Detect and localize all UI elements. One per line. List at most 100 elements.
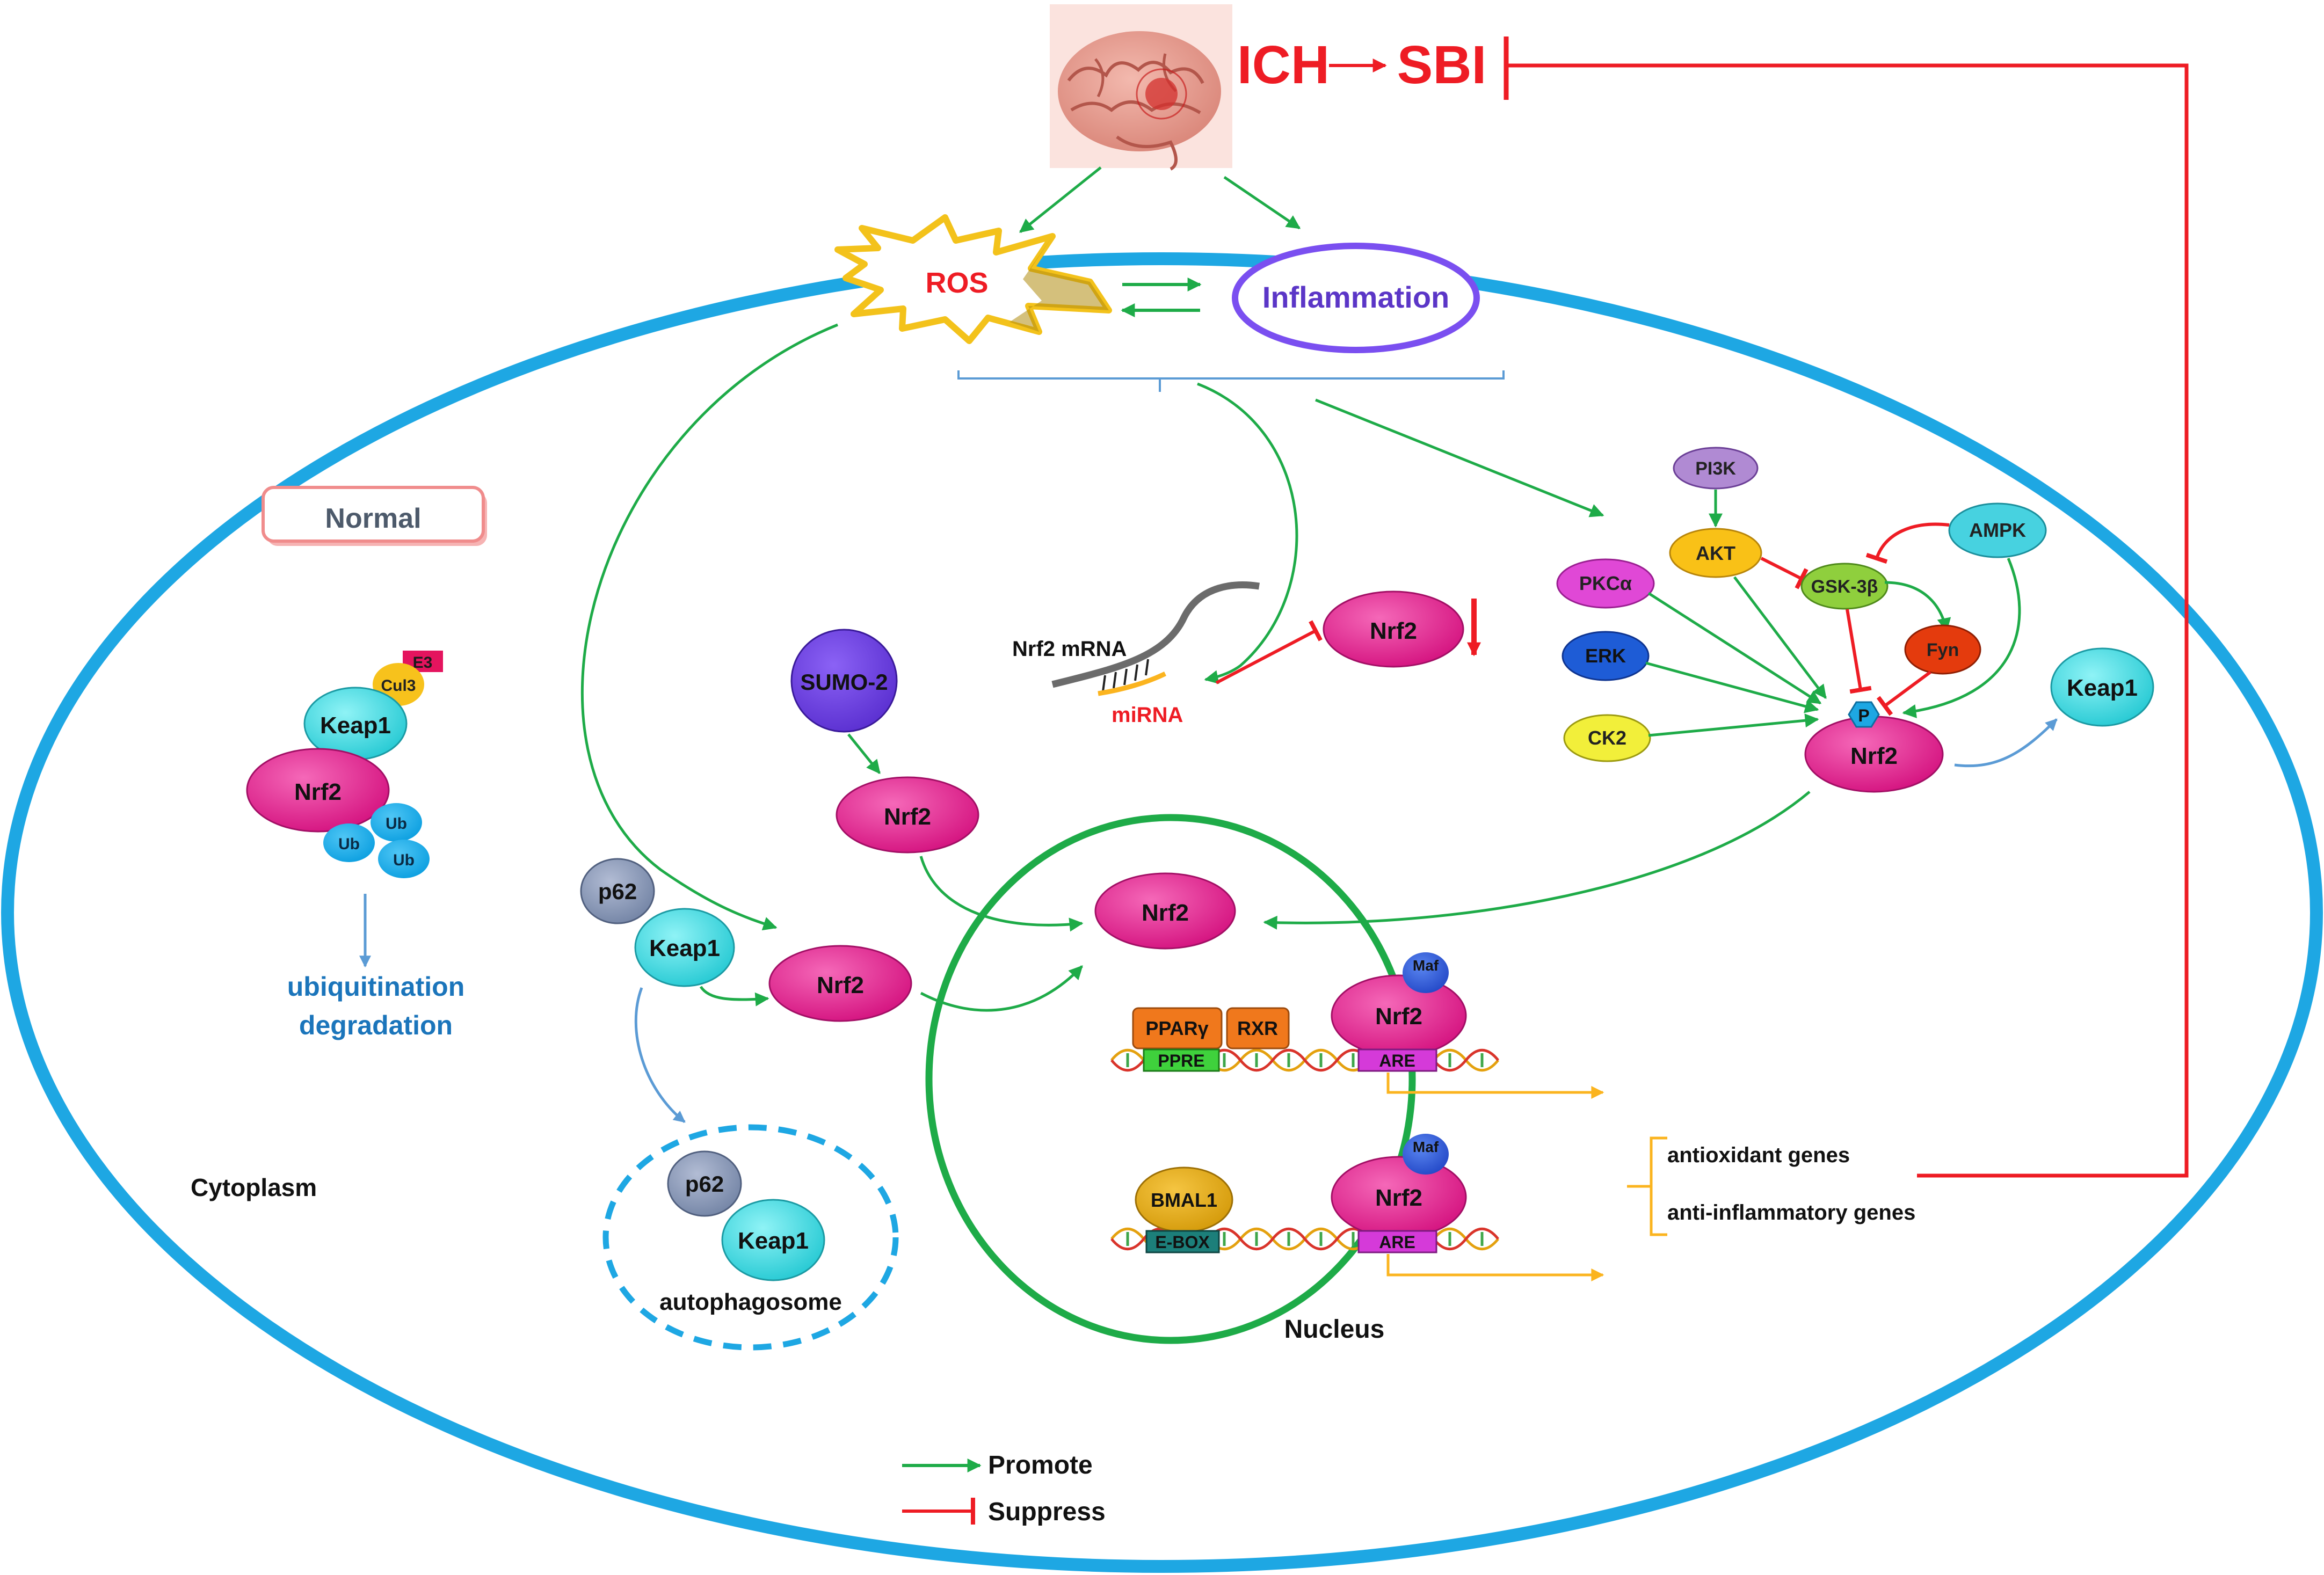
ck2-to-p-arrow — [1648, 713, 1819, 737]
are-box-2 — [1357, 1230, 1437, 1253]
fyn-node — [1904, 624, 1981, 675]
legend-promote-label: Promote — [988, 1451, 1093, 1479]
maf-node-2 — [1403, 1134, 1449, 1175]
autophagosome — [602, 1124, 899, 1351]
nrf2-normal — [246, 748, 390, 833]
nrf2-sumo-label: Nrf2 — [884, 804, 931, 830]
nrf2-nuclear-label: Nrf2 — [1142, 900, 1189, 926]
keap1-kinase-node — [2050, 647, 2154, 727]
mirna-suppress-nrf2-line — [1215, 620, 1323, 684]
nrf2-released — [768, 945, 912, 1022]
nucleus-label: Nucleus — [1284, 1315, 1385, 1344]
erk-label: ERK — [1585, 645, 1626, 667]
phosphate-hexagon — [1848, 701, 1880, 728]
ub-node-2 — [323, 823, 375, 862]
keap1-to-autophagosome-arrow — [634, 987, 686, 1123]
p62-autophagosome-label: p62 — [685, 1171, 724, 1197]
sumo-to-nrf2-arrow — [847, 733, 881, 775]
nrf2-released-to-nucleus-arrow — [920, 965, 1083, 1012]
keap1-kinase-label: Keap1 — [2067, 675, 2138, 701]
maf-label-1: Maf — [1413, 957, 1439, 974]
stress-to-mirna-arrow — [1197, 382, 1298, 684]
bmal1-label: BMAL1 — [1151, 1189, 1217, 1211]
erk-node — [1562, 631, 1650, 681]
ampk-to-p-arrow — [1902, 558, 2021, 718]
brain-to-ros-arrow — [1019, 166, 1102, 233]
keap1-normal-label: Keap1 — [320, 712, 391, 739]
ppary-box — [1132, 1007, 1223, 1049]
sumo2-label: SUMO-2 — [800, 669, 888, 695]
normal-box — [262, 486, 485, 543]
keap1-p62-node — [634, 908, 735, 987]
ub-node-3 — [378, 840, 430, 878]
nrf2-decreased — [1323, 590, 1464, 668]
pkca-node — [1556, 558, 1655, 609]
ck2-node — [1563, 714, 1651, 762]
pkca-to-p-arrow — [1647, 592, 1822, 705]
nrf2-phospho-to-nucleus-arrow — [1263, 791, 1811, 930]
ebox-label: E-BOX — [1155, 1233, 1210, 1252]
degradation-label-1: ubiquitination — [287, 972, 464, 1002]
are-transcription-arrow-1 — [1386, 1073, 1604, 1099]
gsk3b-label: GSK-3β — [1811, 577, 1878, 597]
nrf2-phospho-label: Nrf2 — [1850, 743, 1898, 769]
ros-label: ROS — [925, 267, 988, 299]
brain-icon — [1058, 31, 1221, 171]
sbi-label: SBI — [1397, 35, 1487, 95]
ppary-label: PPARγ — [1145, 1017, 1208, 1039]
autophagosome-label: autophagosome — [659, 1289, 842, 1315]
pi3k-node — [1673, 447, 1759, 490]
maf-label-2: Maf — [1413, 1139, 1439, 1155]
genes-bracket — [1627, 1136, 1667, 1236]
nrf2-nuclear — [1094, 872, 1236, 950]
nrf2-bound-2-label: Nrf2 — [1375, 1185, 1422, 1211]
erk-to-p-arrow — [1645, 661, 1819, 713]
inflammation-label: Inflammation — [1262, 280, 1449, 314]
keap1-to-nrf2-release-arrow — [699, 986, 769, 1007]
cul3-label: Cul3 — [381, 677, 416, 695]
nrf2-decreased-label: Nrf2 — [1370, 618, 1417, 644]
fyn-label: Fyn — [1927, 640, 1959, 660]
ppre-box — [1143, 1048, 1220, 1072]
ub-label-1: Ub — [386, 815, 407, 833]
ub-label-2: Ub — [338, 835, 360, 853]
cytoplasm-label: Cytoplasm — [191, 1173, 317, 1201]
legend-suppress-label: Suppress — [988, 1498, 1106, 1526]
ampk-label: AMPK — [1969, 519, 2026, 541]
maf-node-1 — [1403, 952, 1449, 993]
phosphate-label: P — [1858, 706, 1869, 725]
mirna-strand — [1098, 671, 1166, 696]
cell-membrane — [1, 252, 2323, 1573]
degradation-label-2: degradation — [299, 1010, 453, 1040]
nrf2-bound-1-label: Nrf2 — [1375, 1003, 1422, 1030]
nrf2-mrna-label: Nrf2 mRNA — [1012, 637, 1127, 661]
stress-to-kinases-arrow — [1315, 398, 1604, 517]
normal-label: Normal — [325, 503, 421, 534]
gsk-to-fyn-arrow — [1884, 581, 1951, 632]
inflammation-ring — [1232, 243, 1480, 353]
ros-burst-shadow — [1010, 236, 1109, 332]
pi3k-label: PI3K — [1695, 458, 1736, 479]
keap1-autophagosome-node — [721, 1199, 825, 1281]
akt-label: AKT — [1696, 542, 1735, 564]
ros-inflammation-bracket — [957, 370, 1505, 392]
keap1-p62-label: Keap1 — [649, 935, 720, 961]
rxr-box — [1226, 1007, 1290, 1049]
genes-suppress-sbi-line — [1506, 63, 2189, 1178]
gsk3b-node — [1800, 563, 1889, 610]
nrf2-sumo-to-nucleus-arrow — [919, 856, 1084, 932]
ampk-suppress-gsk-line — [1865, 522, 1950, 564]
brain-to-inflammation-arrow — [1223, 176, 1301, 230]
ck2-label: CK2 — [1588, 727, 1626, 749]
are-transcription-arrow-2 — [1386, 1254, 1604, 1281]
fyn-suppress-p-line — [1876, 670, 1931, 716]
akt-node — [1669, 528, 1762, 578]
nrf2-released-label: Nrf2 — [817, 972, 864, 998]
nrf2-mrna-strand — [1051, 581, 1260, 688]
pkca-label: PKCα — [1579, 572, 1632, 594]
ub-node-1 — [371, 803, 422, 842]
p62-autophagosome-node — [667, 1150, 742, 1217]
nucleus-membrane — [925, 814, 1416, 1344]
rxr-label: RXR — [1237, 1017, 1278, 1039]
